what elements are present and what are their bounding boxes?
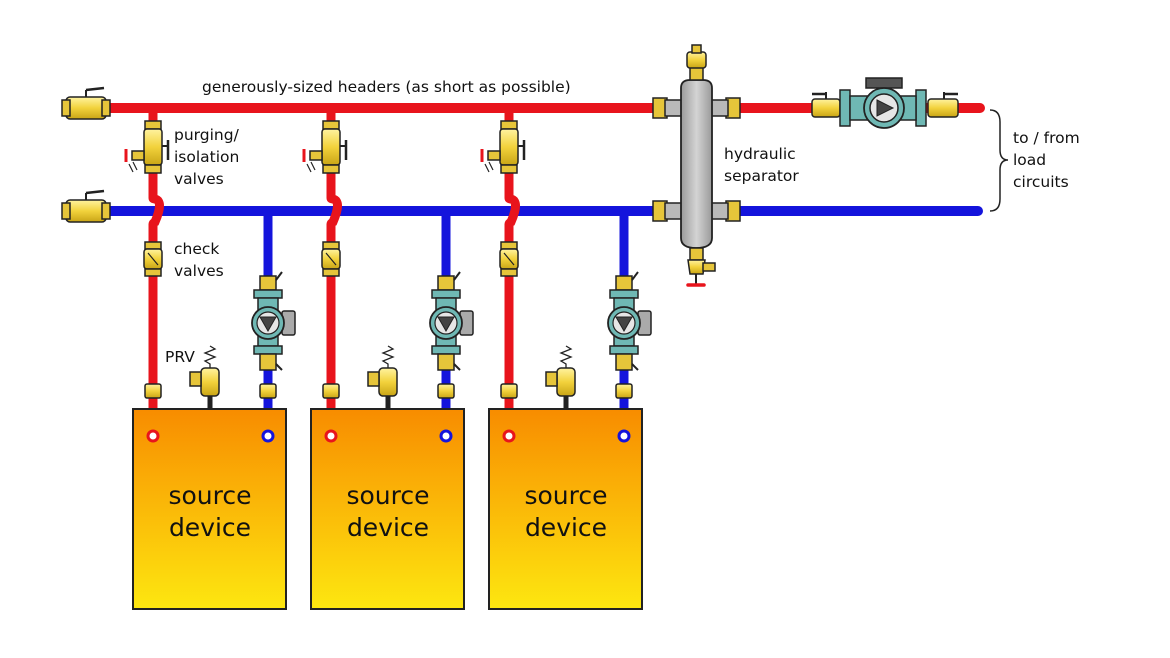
- source-device-box: [132, 408, 287, 610]
- union-fitting: [322, 383, 340, 399]
- source-branch-2: [302, 108, 474, 610]
- supply-port: [146, 429, 160, 443]
- source-device-label: source device: [168, 481, 252, 542]
- union-fitting: [144, 383, 162, 399]
- return-port: [439, 429, 453, 443]
- pressure-relief-valve: [189, 345, 220, 409]
- supply-port: [324, 429, 338, 443]
- union-fitting: [259, 383, 277, 399]
- purging-valve[interactable]: [480, 120, 526, 174]
- supply-header-end-valve[interactable]: [61, 86, 111, 120]
- source-branch-3: [480, 108, 652, 610]
- load-circulator: [811, 77, 959, 129]
- check-valves-label: check valves: [174, 240, 224, 280]
- source-device-box: [310, 408, 465, 610]
- headers-label: generously-sized headers (as short as po…: [202, 78, 571, 96]
- source-branch-1: [124, 108, 296, 610]
- load-circuits-label: to / from load circuits: [1013, 129, 1080, 191]
- return-port: [261, 429, 275, 443]
- pressure-relief-valve: [367, 345, 398, 409]
- return-header-end-valve[interactable]: [61, 189, 111, 223]
- source-circulator: [251, 271, 296, 371]
- source-device-label: source device: [346, 481, 430, 542]
- union-fitting: [615, 383, 633, 399]
- supply-riser: [326, 108, 342, 436]
- return-port: [617, 429, 631, 443]
- spring-icon: [203, 345, 217, 368]
- source-circulator: [607, 271, 652, 371]
- prv-label: PRV: [165, 348, 195, 366]
- source-circulator: [429, 271, 474, 371]
- spring-icon: [381, 345, 395, 368]
- separator-label: hydraulic separator: [724, 145, 799, 185]
- spring-icon: [559, 345, 573, 368]
- supply-riser: [148, 108, 164, 436]
- check-valve: [321, 241, 341, 277]
- hydraulic-separator: [652, 44, 741, 287]
- purging-valve[interactable]: [302, 120, 348, 174]
- purging-valve[interactable]: [124, 120, 170, 174]
- check-valve: [499, 241, 519, 277]
- union-fitting: [500, 383, 518, 399]
- purging-valves-label: purging/ isolation valves: [174, 126, 240, 188]
- union-fitting: [437, 383, 455, 399]
- pressure-relief-valve: [545, 345, 576, 409]
- supply-riser: [504, 108, 520, 436]
- check-valve: [143, 241, 163, 277]
- load-brace: [989, 109, 1009, 212]
- supply-port: [502, 429, 516, 443]
- source-device-label: source device: [524, 481, 608, 542]
- source-device-box: [488, 408, 643, 610]
